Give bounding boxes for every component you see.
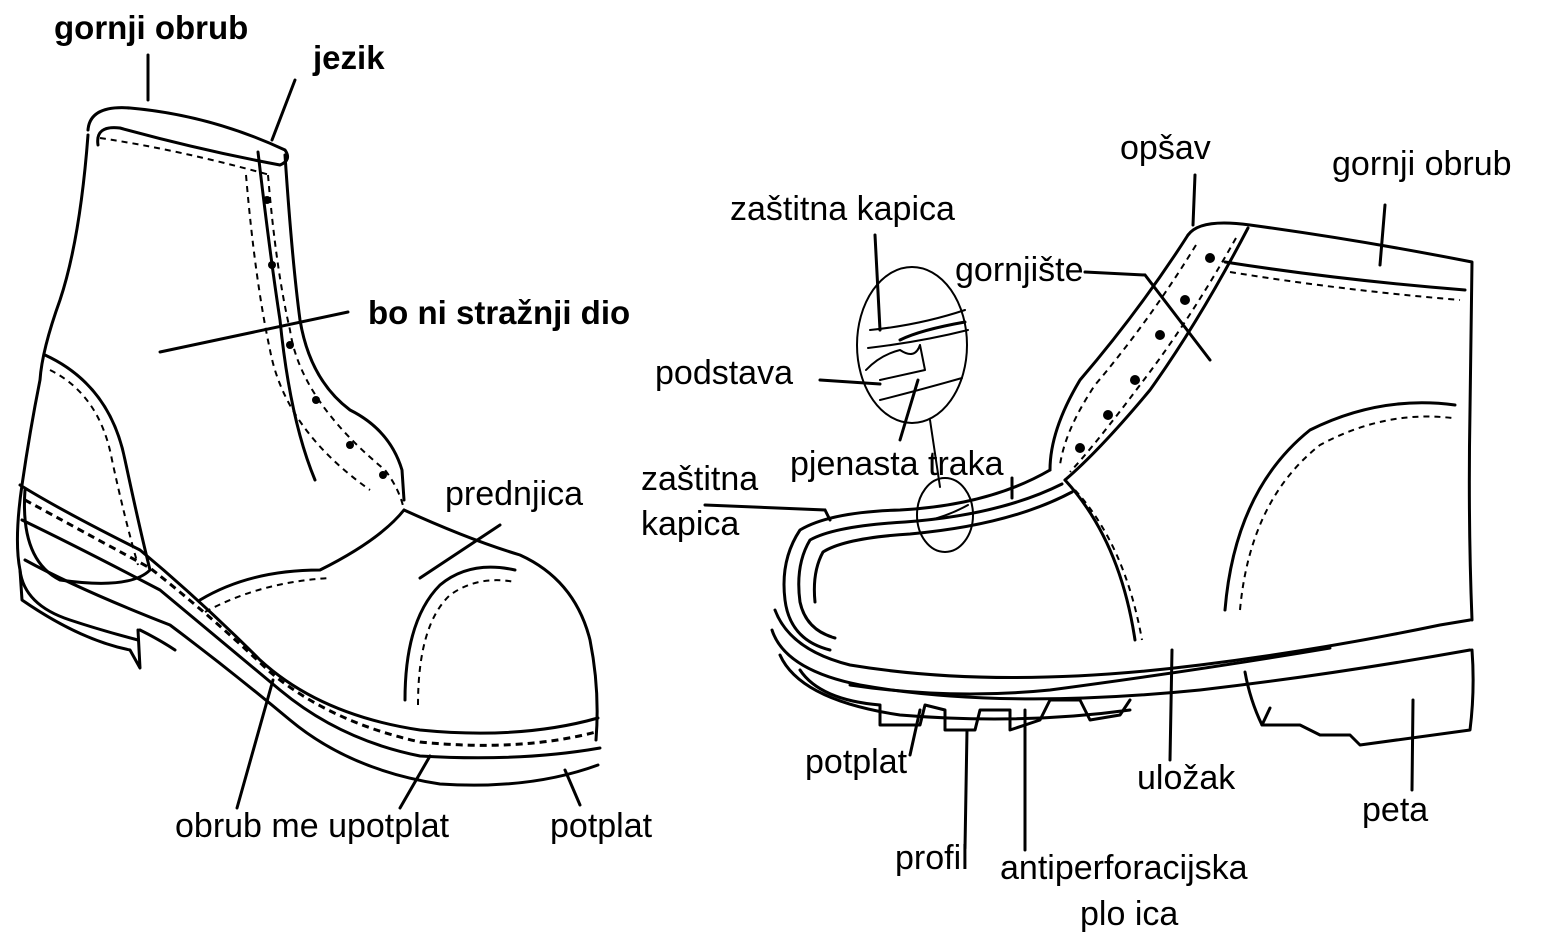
left-boot-drawing [17,108,600,785]
label-left-tongue: jezik [313,40,385,76]
label-right-toe-cap-1: zaštitna [641,461,758,497]
label-left-side-back: bo ni stražnji dio [368,295,630,331]
label-right-top-collar: gornji obrub [1332,146,1512,182]
label-right-insole: uložak [1137,760,1235,796]
label-left-welt: obrub me upotplat [175,808,449,844]
label-right-foam-strip: pjenasta traka [790,446,1004,482]
left-boot-leaders [148,55,580,808]
label-right-plate-1: antiperforacijska [1000,850,1248,886]
label-right-eyestay: opšav [1120,130,1211,166]
label-right-tread: profil [895,840,969,876]
label-right-toe-cap-detail: zaštitna kapica [730,191,955,227]
label-right-heel: peta [1362,792,1428,828]
label-right-toe-cap-2: kapica [641,506,739,542]
label-left-vamp: prednjica [445,476,583,512]
label-left-top-collar: gornji obrub [54,10,248,46]
label-right-plate-2: plo ica [1080,896,1178,932]
label-right-lining: podstava [655,355,793,391]
label-right-outsole: potplat [805,744,907,780]
label-left-sole: potplat [550,808,652,844]
label-right-upper: gornjište [955,252,1084,288]
